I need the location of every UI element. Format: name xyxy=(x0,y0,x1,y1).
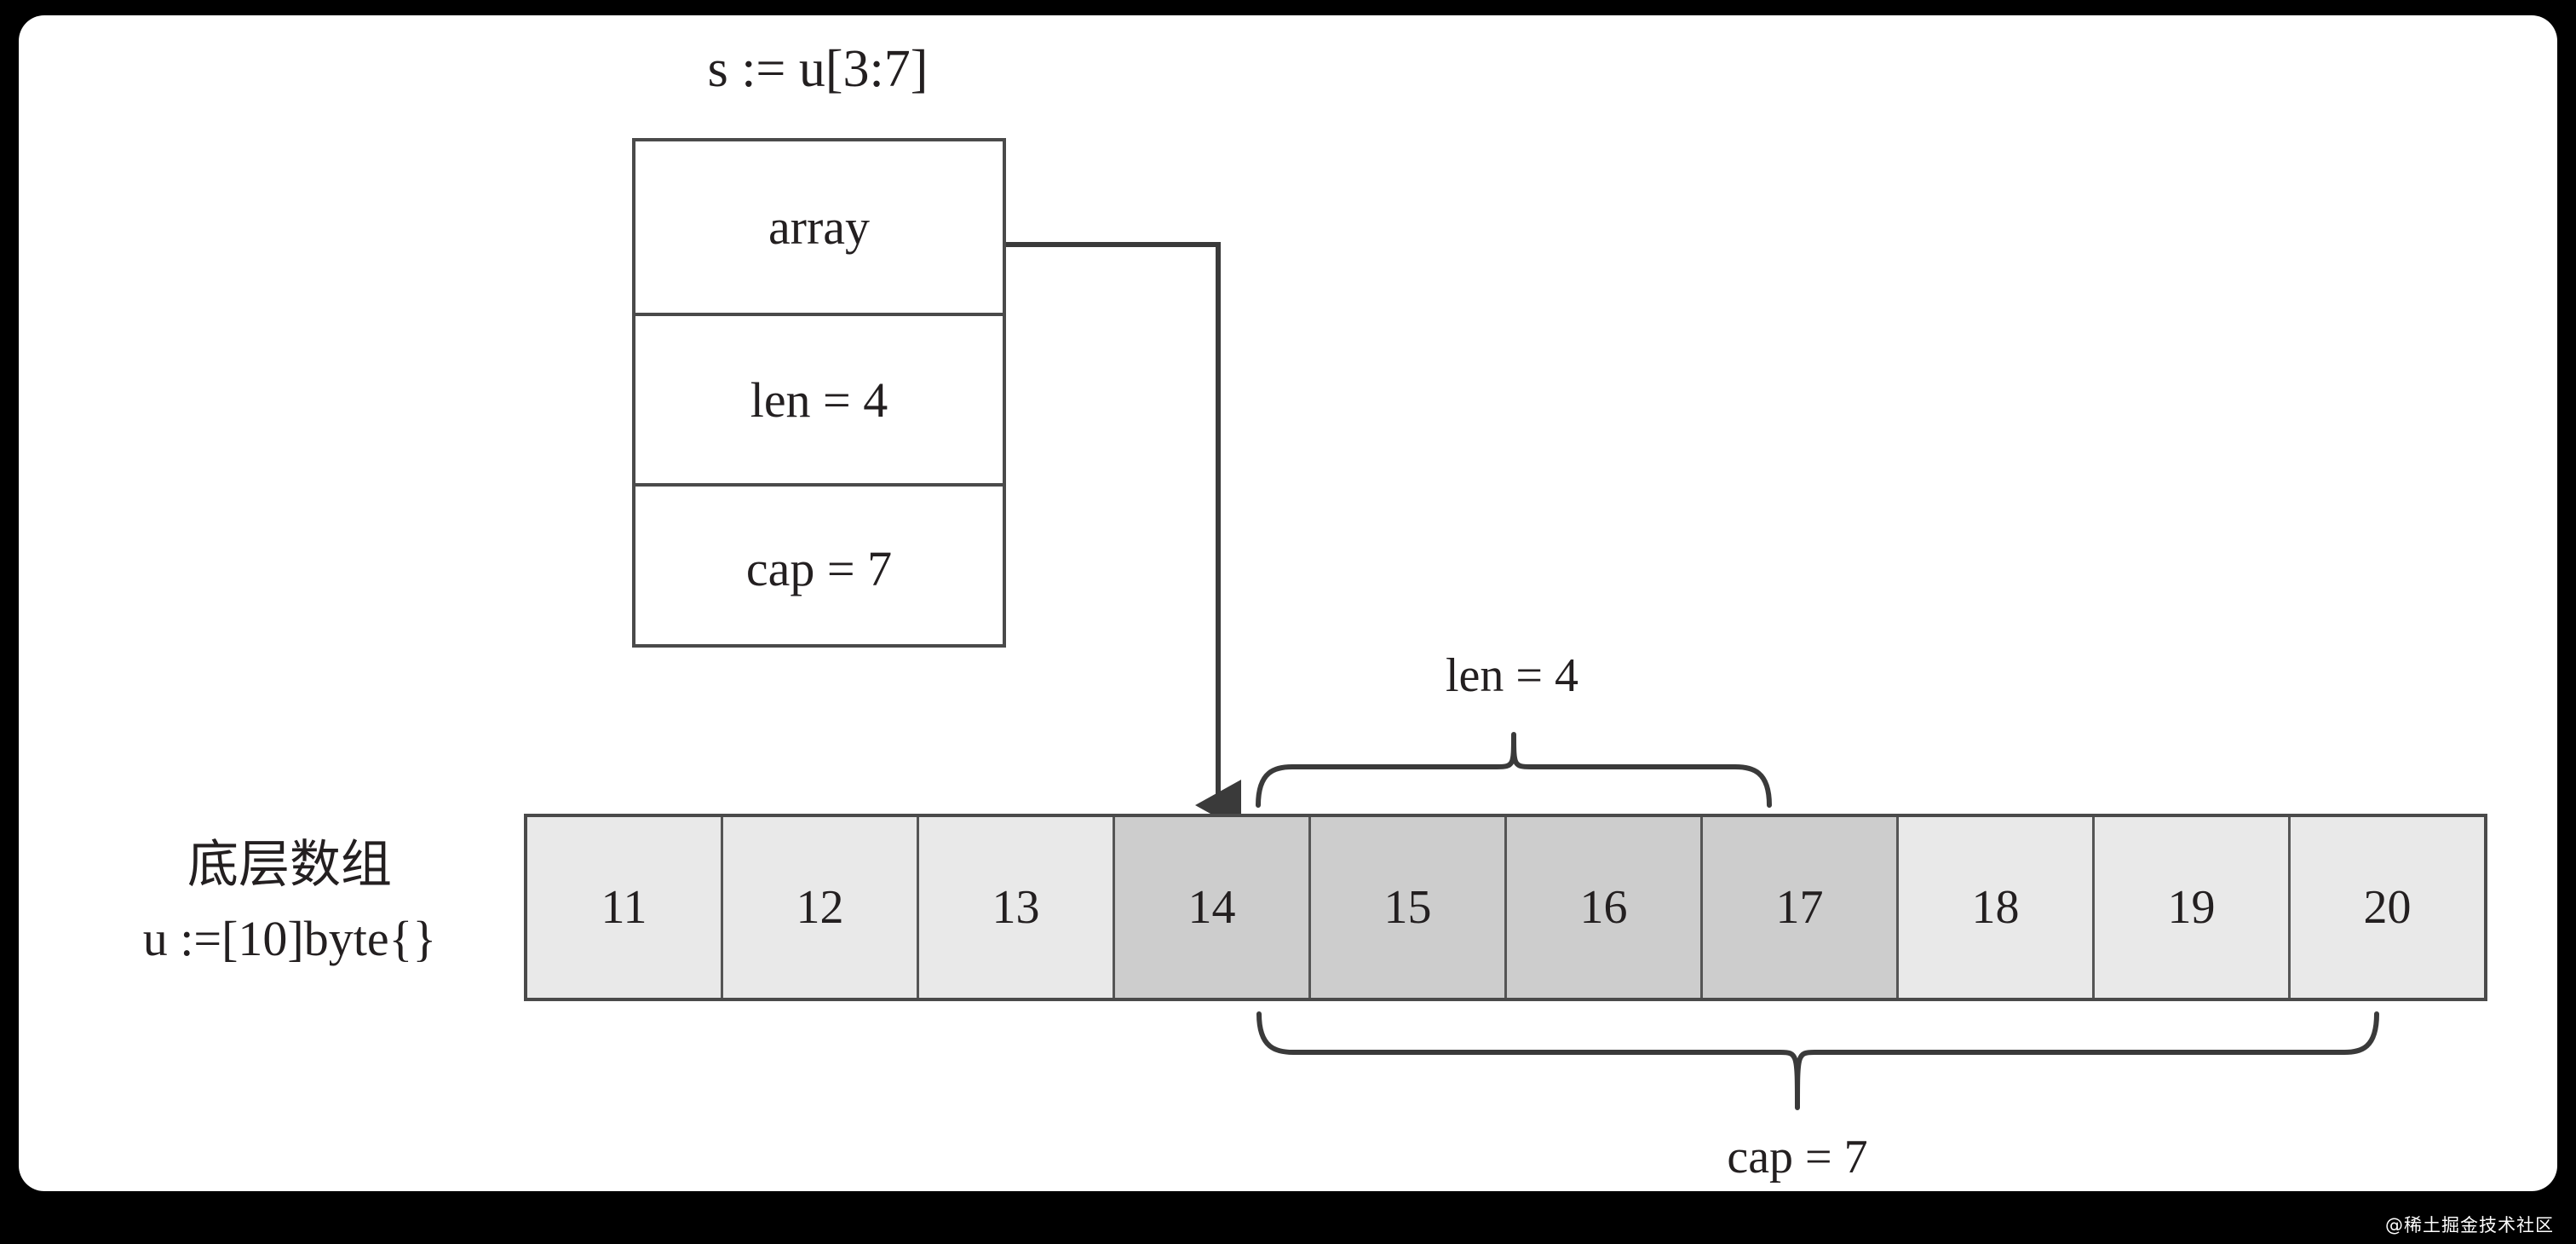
struct-field-array: array xyxy=(635,141,1003,313)
underlying-array-caption-line2: u :=[10]byte{} xyxy=(142,911,437,966)
array-cell: 20 xyxy=(2291,817,2484,998)
struct-field-cap: cap = 7 xyxy=(635,483,1003,651)
array-cell: 18 xyxy=(1899,817,2095,998)
struct-field-len-label: len = 4 xyxy=(750,371,888,428)
cap-brace xyxy=(1256,1011,2379,1110)
array-cell: 13 xyxy=(919,817,1115,998)
array-cell: 16 xyxy=(1507,817,1703,998)
struct-field-len: len = 4 xyxy=(635,313,1003,483)
array-cell: 11 xyxy=(527,817,723,998)
array-pointer-arrow xyxy=(1006,242,1241,831)
array-cell: 12 xyxy=(723,817,919,998)
len-brace-label: len = 4 xyxy=(1446,649,1578,702)
array-cell: 15 xyxy=(1311,817,1507,998)
underlying-array-caption: 底层数组 u :=[10]byte{} xyxy=(60,839,520,964)
struct-field-array-label: array xyxy=(768,199,871,255)
slice-header-box: array len = 4 cap = 7 xyxy=(632,138,1006,648)
len-brace xyxy=(1256,732,1772,808)
underlying-array-caption-line1: 底层数组 xyxy=(187,835,392,895)
figure-title: s := u[3:7] xyxy=(707,40,929,98)
array-cell: 19 xyxy=(2095,817,2291,998)
struct-field-cap-label: cap = 7 xyxy=(745,541,893,596)
cap-brace-label: cap = 7 xyxy=(1727,1131,1868,1184)
watermark: @稀土掘金技术社区 xyxy=(2385,1215,2554,1235)
array-cell: 17 xyxy=(1703,817,1899,998)
array-cell: 14 xyxy=(1115,817,1311,998)
